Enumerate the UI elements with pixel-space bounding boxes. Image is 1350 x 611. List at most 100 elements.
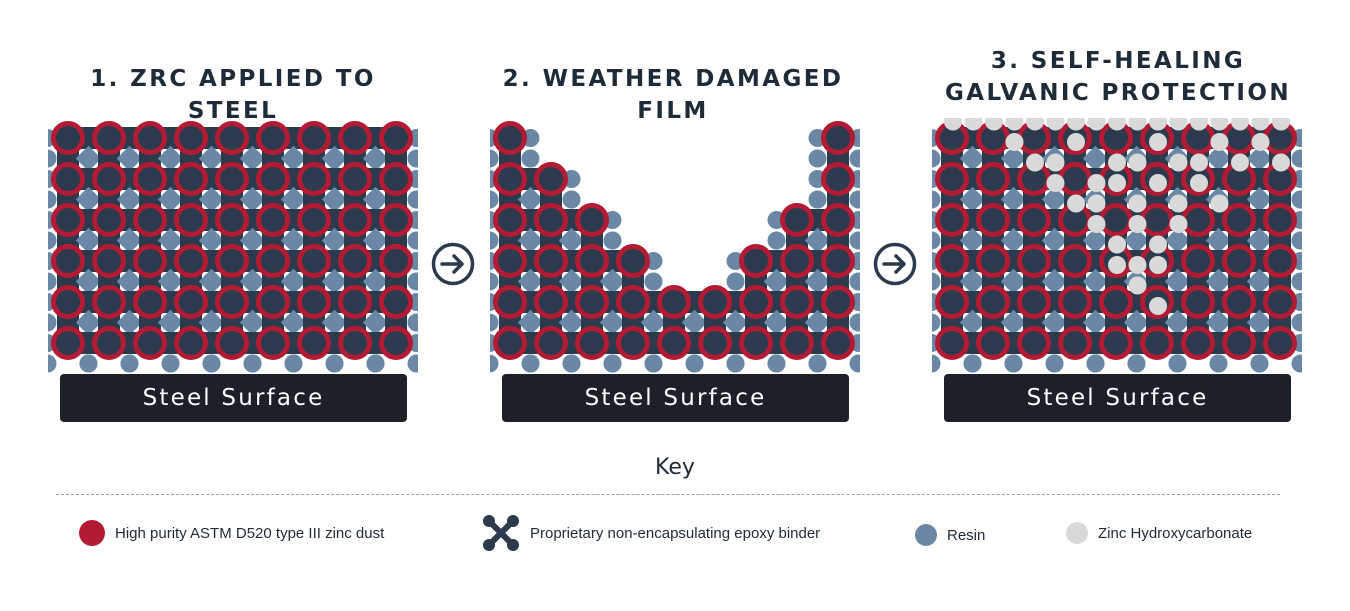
zinc-particle: [133, 285, 167, 319]
zinc-particle: [92, 203, 126, 237]
resin-particle: [202, 354, 221, 373]
resin-particle: [521, 149, 540, 168]
zinc-particle: [215, 285, 249, 319]
zinc-particle: [1140, 326, 1174, 360]
zinc-particle: [821, 244, 855, 278]
resin-gap: [1000, 309, 1027, 336]
resin-gap: [321, 145, 348, 172]
zinc-particle: [780, 244, 814, 278]
legend-label: Zinc Hydroxycarbonate: [1098, 524, 1253, 542]
resin-gap: [280, 186, 307, 213]
zinc-particle: [215, 326, 249, 360]
resin-particle: [726, 354, 745, 373]
resin-particle: [490, 354, 499, 373]
hydroxycarbonate-particle: [1067, 118, 1085, 131]
zinc-particle: [1017, 326, 1051, 360]
zinc-particle: [616, 326, 650, 360]
resin-particle: [407, 272, 418, 291]
zinc-particle: [215, 121, 249, 155]
zinc-particle: [575, 326, 609, 360]
zinc-particle: [174, 244, 208, 278]
resin-gap: [362, 309, 389, 336]
resin-gap: [321, 227, 348, 254]
hydroxycarbonate-particle: [1108, 235, 1126, 254]
resin-gap: [959, 186, 986, 213]
zinc-particle: [51, 285, 85, 319]
zinc-particle: [780, 285, 814, 319]
resin-gap: [198, 309, 225, 336]
hydroxycarbonate-particle: [1128, 153, 1147, 172]
zinc-particle: [379, 326, 413, 360]
zinc-particle: [133, 203, 167, 237]
resin-gap: [116, 309, 143, 336]
zinc-particle: [256, 244, 290, 278]
resin-particle: [490, 313, 499, 332]
legend-label: High purity ASTM D520 type III zinc dust: [115, 524, 385, 542]
resin-particle: [1168, 354, 1187, 373]
resin-particle: [120, 354, 139, 373]
hydroxycarbonate-particle: [1190, 174, 1208, 192]
hydroxycarbonate-particle: [1128, 118, 1147, 131]
resin-particle: [1291, 149, 1302, 168]
zinc-particle: [616, 244, 650, 278]
zinc-particle: [338, 326, 372, 360]
zinc-particle: [1263, 244, 1297, 278]
resin-particle: [325, 354, 344, 373]
resin-gap: [517, 309, 544, 336]
zinc-particle: [1017, 203, 1051, 237]
gray-circle-icon: [1066, 522, 1088, 544]
hydroxycarbonate-particle: [1108, 174, 1126, 192]
resin-particle: [1045, 354, 1064, 373]
zinc-particle: [1058, 285, 1092, 319]
hydroxycarbonate-particle: [1046, 174, 1065, 192]
resin-gap: [517, 227, 544, 254]
resin-particle: [48, 354, 57, 373]
zinc-particle: [1058, 162, 1092, 196]
hydroxycarbonate-particle: [1149, 133, 1167, 151]
hydroxycarbonate-particle: [1128, 256, 1147, 274]
zinc-particle: [297, 285, 331, 319]
resin-particle: [490, 231, 499, 250]
resin-particle: [490, 190, 499, 209]
hydroxycarbonate-particle: [1087, 118, 1106, 131]
zinc-particle: [133, 244, 167, 278]
hydroxycarbonate-particle: [1128, 194, 1147, 213]
resin-particle: [932, 231, 941, 250]
hydroxycarbonate-particle: [985, 118, 1003, 131]
resin-particle: [161, 354, 180, 373]
zinc-particle: [256, 162, 290, 196]
zinc-particle: [657, 285, 691, 319]
zinc-particle: [534, 326, 568, 360]
zinc-particle: [133, 326, 167, 360]
resin-gap: [239, 268, 266, 295]
zinc-layer: [51, 121, 413, 360]
zinc-layer: [493, 121, 855, 360]
zinc-particle: [976, 285, 1010, 319]
key-title: Key: [655, 455, 695, 480]
hydroxycarbonate-particle: [1128, 215, 1147, 233]
resin-particle: [366, 354, 385, 373]
zinc-particle: [821, 121, 855, 155]
key-divider: [56, 494, 1280, 495]
panel-title-line: 3. SELF-HEALING: [990, 48, 1246, 74]
zinc-particle: [575, 285, 609, 319]
resin-particle: [932, 354, 941, 373]
resin-gap: [280, 227, 307, 254]
hydroxycarbonate-particle: [1149, 297, 1167, 315]
zinc-particle: [1058, 326, 1092, 360]
zinc-particle: [534, 244, 568, 278]
resin-particle: [726, 272, 745, 291]
zinc-particle: [215, 162, 249, 196]
zinc-particle: [821, 203, 855, 237]
resin-particle: [808, 190, 827, 209]
resin-gap: [1000, 227, 1027, 254]
steel-surface-1: Steel Surface: [60, 374, 407, 422]
zinc-particle: [1222, 244, 1256, 278]
resin-particle: [48, 190, 57, 209]
zinc-particle: [493, 244, 527, 278]
zinc-particle: [780, 326, 814, 360]
zinc-particle: [1181, 285, 1215, 319]
coating-diagram-damaged: [490, 121, 860, 373]
hydroxycarbonate-particle: [1026, 118, 1044, 131]
resin-gap: [1000, 186, 1027, 213]
